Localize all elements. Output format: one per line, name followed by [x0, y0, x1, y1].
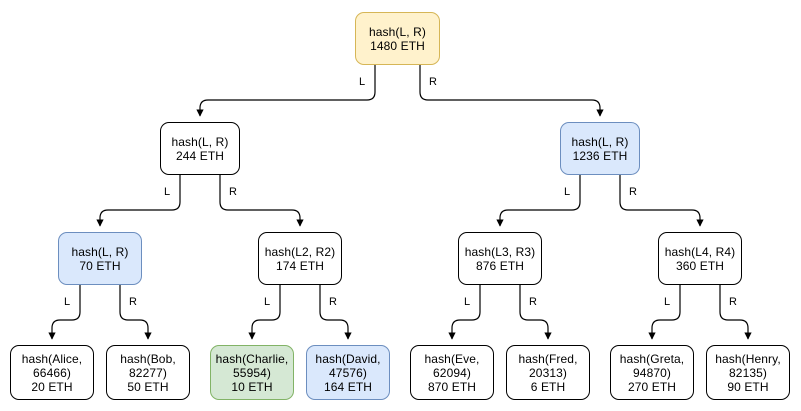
leaf-eve-label-line2: 62094) [433, 365, 471, 380]
edge-label-n1-left: L [163, 186, 172, 198]
leaf-node-eve[interactable]: hash(Eve, 62094) 870 ETH [410, 345, 494, 400]
leaf-alice-label-line1: hash(Alice, [21, 351, 83, 366]
edge-label-n2-left: L [563, 186, 572, 198]
node-level2-a-label: hash(L, R) [71, 244, 129, 259]
edge-n6-left [648, 285, 681, 340]
leaf-node-alice[interactable]: hash(Alice, 66466) 20 ETH [10, 345, 94, 400]
leaf-charlie-label-line2: 55954) [233, 365, 271, 380]
leaf-bob-label-line2: 82277) [129, 365, 167, 380]
leaf-david-value: 164 ETH [323, 379, 373, 394]
node-level1-right-label: hash(L, R) [571, 134, 629, 149]
edge-n6-right [719, 285, 752, 340]
node-root-value: 1480 ETH [370, 38, 425, 53]
edge-label-n4-right: R [328, 296, 338, 308]
node-level2-a-value: 70 ETH [79, 258, 121, 273]
leaf-greta-label-line2: 94870) [633, 365, 671, 380]
node-level1-right[interactable]: hash(L, R) 1236 ETH [560, 122, 640, 175]
edge-n3-right [119, 285, 152, 340]
edge-root-left [196, 65, 376, 117]
edge-n1-right [219, 175, 304, 227]
node-level2-c[interactable]: hash(L3, R3) 876 ETH [458, 232, 542, 285]
leaf-node-fred[interactable]: hash(Fred, 20313) 6 ETH [506, 345, 590, 400]
leaf-greta-value: 270 ETH [627, 379, 677, 394]
node-level2-b-value: 174 ETH [275, 258, 325, 273]
leaf-henry-label-line2: 82135) [729, 365, 767, 380]
leaf-node-david[interactable]: hash(David, 47576) 164 ETH [306, 345, 390, 400]
leaf-node-charlie[interactable]: hash(Charlie, 55954) 10 ETH [210, 345, 294, 400]
edge-label-n6-right: R [728, 296, 738, 308]
leaf-bob-label-line1: hash(Bob, [120, 351, 176, 366]
edge-label-root-left: L [358, 76, 367, 88]
node-level1-left-value: 244 ETH [175, 148, 225, 163]
leaf-fred-label-line1: hash(Fred, [518, 351, 578, 366]
leaf-fred-value: 6 ETH [530, 379, 566, 394]
leaf-node-bob[interactable]: hash(Bob, 82277) 50 ETH [106, 345, 190, 400]
edge-n2-right [619, 175, 704, 227]
leaf-node-greta[interactable]: hash(Greta, 94870) 270 ETH [610, 345, 694, 400]
edge-label-n6-left: L [663, 296, 672, 308]
leaf-eve-value: 870 ETH [427, 379, 477, 394]
edge-label-n1-right: R [228, 186, 238, 198]
node-level1-left-label: hash(L, R) [171, 134, 229, 149]
leaf-node-henry[interactable]: hash(Henry, 82135) 90 ETH [706, 345, 790, 400]
node-level2-b[interactable]: hash(L2, R2) 174 ETH [258, 232, 342, 285]
node-level2-d[interactable]: hash(L4, R4) 360 ETH [658, 232, 742, 285]
leaf-fred-label-line2: 20313) [529, 365, 567, 380]
edge-label-n5-right: R [528, 296, 538, 308]
edge-n2-left [496, 175, 581, 227]
edge-root-right [419, 65, 604, 117]
node-level2-c-value: 876 ETH [475, 258, 525, 273]
node-level2-d-value: 360 ETH [675, 258, 725, 273]
node-level2-c-label: hash(L3, R3) [464, 244, 536, 259]
leaf-david-label-line1: hash(David, [315, 351, 381, 366]
edge-label-n5-left: L [463, 296, 472, 308]
leaf-greta-label-line1: hash(Greta, [619, 351, 685, 366]
edge-n3-left [48, 285, 81, 340]
node-level1-left[interactable]: hash(L, R) 244 ETH [160, 122, 240, 175]
leaf-henry-label-line1: hash(Henry, [715, 351, 781, 366]
node-level2-b-label: hash(L2, R2) [264, 244, 336, 259]
leaf-charlie-value: 10 ETH [231, 379, 273, 394]
node-level2-a[interactable]: hash(L, R) 70 ETH [58, 232, 142, 285]
edge-label-n4-left: L [263, 296, 272, 308]
node-level2-d-label: hash(L4, R4) [664, 244, 736, 259]
node-level1-right-value: 1236 ETH [572, 148, 628, 163]
edge-n5-left [448, 285, 481, 340]
leaf-alice-value: 20 ETH [31, 379, 73, 394]
edge-label-root-right: R [428, 76, 438, 88]
edge-label-n3-right: R [128, 296, 138, 308]
edge-n1-left [96, 175, 181, 227]
edge-n5-right [519, 285, 552, 340]
node-root-label: hash(L, R) [368, 24, 427, 39]
leaf-charlie-label-line1: hash(Charlie, [215, 351, 289, 366]
edge-label-n3-left: L [63, 296, 72, 308]
edge-label-n2-right: R [628, 186, 638, 198]
leaf-henry-value: 90 ETH [727, 379, 769, 394]
leaf-eve-label-line1: hash(Eve, [424, 351, 480, 366]
leaf-bob-value: 50 ETH [127, 379, 169, 394]
node-root[interactable]: hash(L, R) 1480 ETH [355, 12, 440, 65]
edge-n4-left [248, 285, 281, 340]
edge-n4-right [319, 285, 352, 340]
leaf-alice-label-line2: 66466) [33, 365, 71, 380]
leaf-david-label-line2: 47576) [329, 365, 367, 380]
